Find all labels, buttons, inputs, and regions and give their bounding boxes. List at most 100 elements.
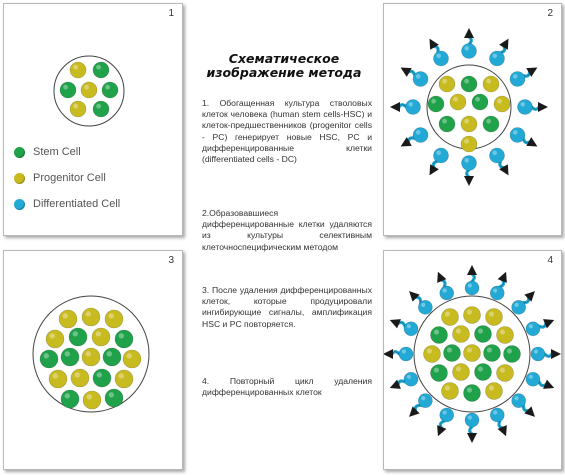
differentiated-cell (461, 43, 477, 59)
cell-highlight (416, 130, 421, 135)
cell-highlight (105, 84, 110, 90)
differentiated-cell (461, 155, 477, 171)
differentiated-cell (405, 99, 421, 115)
cell-highlight (464, 46, 469, 51)
cell-highlight (492, 150, 497, 156)
differentiated-cell (412, 71, 429, 87)
cell-highlight (528, 324, 533, 329)
differentiated-cell (489, 407, 505, 423)
progenitor-cell (496, 364, 514, 382)
cell-highlight (72, 331, 79, 337)
panel-number: 1 (168, 8, 174, 19)
stem-cell (443, 344, 461, 362)
cell-highlight (533, 349, 538, 354)
step-4-text: 4. Повторный цикл удаления дифференциров… (202, 376, 372, 398)
legend-label: Differentiated Cell (33, 198, 121, 210)
differentiated-cell (433, 50, 449, 67)
cell-highlight (43, 353, 49, 359)
cell-highlight (506, 348, 512, 354)
progenitor-cell (452, 325, 470, 343)
cell-highlight (421, 396, 426, 401)
cell-highlight (455, 366, 461, 372)
cell-highlight (499, 329, 505, 335)
differentiated-cell (517, 99, 533, 115)
cell-highlight (464, 118, 469, 124)
progenitor-cell (438, 75, 456, 93)
stem-cell (474, 325, 492, 343)
differentiated-cell (439, 285, 455, 301)
differentiated-cell (403, 371, 419, 387)
cell-highlight (467, 283, 472, 288)
cell-highlight (453, 96, 458, 102)
cell-highlight (464, 158, 469, 163)
cell-highlight (455, 328, 461, 334)
cell-highlight (442, 410, 447, 415)
differentiated-cell-icon (14, 198, 25, 210)
cell-highlight (108, 392, 115, 398)
stem-cell (68, 327, 88, 347)
cell-highlight (436, 53, 441, 59)
cell-highlight (499, 367, 505, 373)
progenitor-cell (48, 369, 68, 389)
stem-cell (471, 93, 489, 111)
cell-highlight (464, 78, 469, 84)
progenitor-cell (69, 100, 87, 118)
differentiated-cell (511, 393, 526, 408)
progenitor-cell (485, 308, 503, 326)
progenitor-cell (460, 115, 478, 133)
cell-highlight (85, 351, 92, 357)
cell-highlight (520, 102, 525, 107)
legend-item-progenitor: Progenitor Cell (14, 165, 120, 191)
cell-highlight (431, 98, 436, 104)
progenitor-cell (452, 363, 470, 381)
progenitor-cell (463, 306, 481, 324)
legend-label: Progenitor Cell (33, 172, 106, 184)
cell-highlight (493, 288, 498, 293)
progenitor-cell (449, 93, 467, 111)
progenitor-cell (441, 382, 459, 400)
cell-highlight (118, 373, 125, 379)
cell-highlight (74, 372, 81, 378)
panel-number: 2 (547, 8, 553, 19)
progenitor-cell (80, 81, 98, 99)
cell-highlight (73, 103, 78, 109)
stem-cell (463, 384, 481, 402)
cell-highlight (466, 309, 472, 315)
cell-highlight (486, 78, 491, 84)
stem-cell (92, 368, 112, 388)
stem-cell (483, 344, 501, 362)
stem-cell (430, 364, 448, 382)
cell-highlight (436, 150, 441, 156)
cell-highlight (442, 78, 447, 84)
cell-highlight (52, 373, 58, 379)
panel-1: 1 Stem Cell Progenitor Cell Differentiat… (3, 3, 183, 236)
cell-highlight (416, 74, 421, 79)
step-1-text: 1. Обогащенная культура стволовых клеток… (202, 98, 372, 165)
progenitor-cell (114, 369, 134, 389)
differentiated-cell (489, 147, 505, 164)
differentiated-cell (489, 50, 505, 67)
cell-highlight (64, 351, 70, 357)
cell-highlight (477, 366, 483, 372)
stem-cell-icon (14, 146, 25, 158)
progenitor-cell (460, 135, 478, 153)
cell-highlight (426, 348, 432, 354)
cell-highlight (442, 288, 447, 293)
progenitor-cell (441, 308, 459, 326)
cell-highlight (95, 331, 102, 337)
stem-cell (104, 388, 124, 408)
cell-highlight (108, 313, 115, 319)
legend-item-differentiated: Differentiated Cell (14, 191, 120, 217)
cell-highlight (433, 367, 439, 373)
progenitor-cell (122, 349, 142, 369)
cell-highlight (514, 396, 519, 401)
cell-highlight (85, 311, 92, 317)
differentiated-cell (398, 346, 414, 362)
differentiated-cell (418, 393, 433, 408)
cell-highlight (62, 313, 68, 319)
cell-highlight (96, 64, 101, 70)
progenitor-cell (58, 309, 78, 329)
progenitor-cell (423, 345, 441, 363)
panel-4-diagram (384, 265, 561, 443)
cell-highlight (63, 84, 68, 90)
